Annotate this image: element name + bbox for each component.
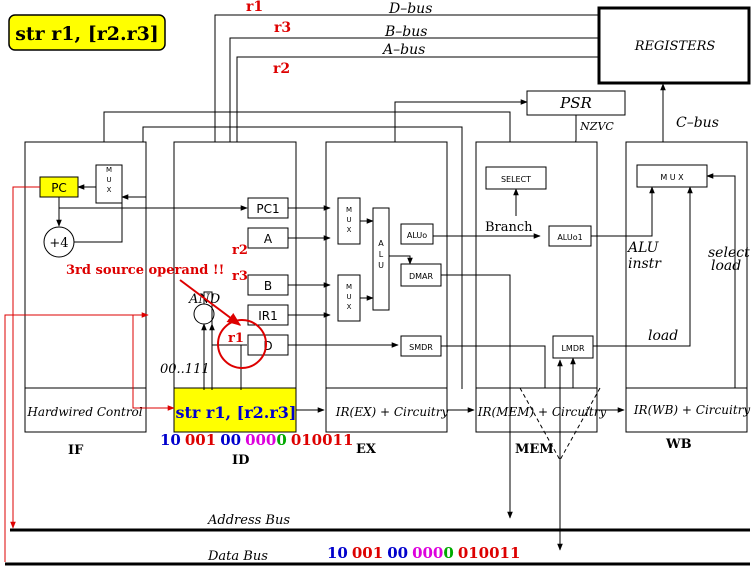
a-bus-reg: r2	[273, 61, 290, 77]
alu-unit	[372, 207, 390, 311]
alu-instr-label-1: ALU	[626, 240, 660, 256]
stage-label-mem: MEM	[515, 442, 554, 457]
aluo1-label: ALUo1	[557, 233, 582, 242]
label-line: M	[106, 166, 112, 174]
aluo-register	[400, 223, 434, 245]
b-bus-label: B–bus	[384, 24, 427, 40]
encoding-part: 00	[220, 431, 241, 449]
encoding-part: 10	[160, 431, 181, 449]
smdr-label: SMDR	[409, 343, 433, 352]
mem-wires	[513, 186, 693, 551]
registers-label: REGISTERS	[634, 39, 716, 54]
psr-box	[526, 90, 626, 116]
data-bus-label: Data Bus	[207, 549, 268, 564]
wb-load-label: load	[648, 328, 678, 344]
third-operand-note: 3rd source operand !!	[66, 263, 224, 278]
b-label: B	[264, 279, 272, 293]
b-bus-reg: r3	[274, 20, 291, 36]
encoding-part: 000	[245, 431, 276, 449]
label-line: X	[107, 186, 112, 194]
ir1-label: IR1	[258, 309, 278, 323]
address-bus-label: Address Bus	[207, 513, 290, 528]
aluo-label: ALUo	[407, 231, 427, 240]
encoding-part: 10	[327, 544, 348, 562]
wb-mux-label: M U X	[660, 173, 684, 182]
label-line: L	[379, 250, 384, 259]
ir-wb-label: IR(WB) + Circuitry	[633, 403, 751, 417]
pc-label: PC	[51, 181, 67, 195]
encoding-part: 001	[352, 544, 383, 562]
pc1-label: PC1	[256, 202, 279, 216]
label-line: U	[106, 176, 111, 184]
id-reg-r1: r1	[228, 331, 244, 346]
label-line: X	[347, 303, 352, 311]
encoding-part: 0	[443, 544, 453, 562]
a-label: A	[264, 232, 273, 246]
if-mux	[95, 164, 123, 204]
c-bus-label: C–bus	[676, 115, 719, 131]
encoding-part: 010011	[458, 544, 521, 562]
stage-label-if: IF	[68, 443, 84, 458]
alu-instr-label-2: instr	[628, 256, 662, 272]
id-reg-r2: r2	[232, 243, 248, 258]
ex-wires	[360, 218, 546, 519]
if-wires	[56, 184, 248, 243]
label-line: X	[347, 226, 352, 234]
encoding-part: 00	[387, 544, 408, 562]
label-line: U	[378, 261, 384, 270]
a-bus-label: A–bus	[381, 42, 425, 58]
lmdr-label: LMDR	[561, 344, 585, 353]
ir-ex-label: IR(EX) + Circuitry	[335, 405, 449, 419]
dmar-label: DMAR	[409, 272, 434, 281]
stage-label-ex: EX	[356, 442, 377, 457]
pc-address-wire	[4, 186, 175, 562]
title-box: str r1, [r2.r3]	[8, 14, 166, 51]
hardwired-control-label: Hardwired Control	[26, 405, 142, 419]
plus4-label: +4	[49, 236, 68, 251]
psr-label: PSR	[559, 94, 592, 112]
label-line: M	[346, 206, 352, 214]
nzvc-label: NZVC	[579, 120, 614, 133]
label-line: M	[346, 283, 352, 291]
select-label: SELECT	[501, 175, 531, 184]
stage-mem: IR(MEM) + Circuitry	[475, 141, 607, 433]
stage-wb: IR(WB) + Circuitry	[625, 141, 751, 433]
label-line: U	[346, 216, 351, 224]
label-line: U	[346, 293, 351, 301]
d-bus-label: D–bus	[388, 1, 432, 17]
id-reg-r3: r3	[232, 269, 248, 284]
id-wires	[201, 205, 399, 413]
encoding-part: 010011	[291, 431, 354, 449]
encoding-part: 001	[185, 431, 216, 449]
select-load-label-2: load	[711, 258, 741, 274]
zeros-label: 00..111	[160, 362, 210, 377]
registers-box	[597, 6, 751, 85]
d-bus-reg: r1	[246, 0, 263, 15]
label-line: A	[378, 239, 384, 248]
stage-label-id: ID	[232, 453, 249, 468]
page-title: str r1, [r2.r3]	[15, 23, 159, 45]
highlight-circle	[217, 319, 267, 369]
ir-mem-label: IR(MEM) + Circuitry	[477, 405, 607, 419]
and-gate	[193, 303, 215, 325]
wb-wires	[706, 173, 736, 388]
stage-label-wb: WB	[665, 437, 692, 452]
select-load-label-1: select	[708, 245, 750, 261]
encoding-part: 000	[412, 544, 443, 562]
encoding-part: 0	[276, 431, 286, 449]
id-instruction: str r1, [r2.r3]	[176, 403, 297, 422]
d-label: D	[263, 339, 272, 353]
branch-label: Branch	[485, 220, 533, 235]
